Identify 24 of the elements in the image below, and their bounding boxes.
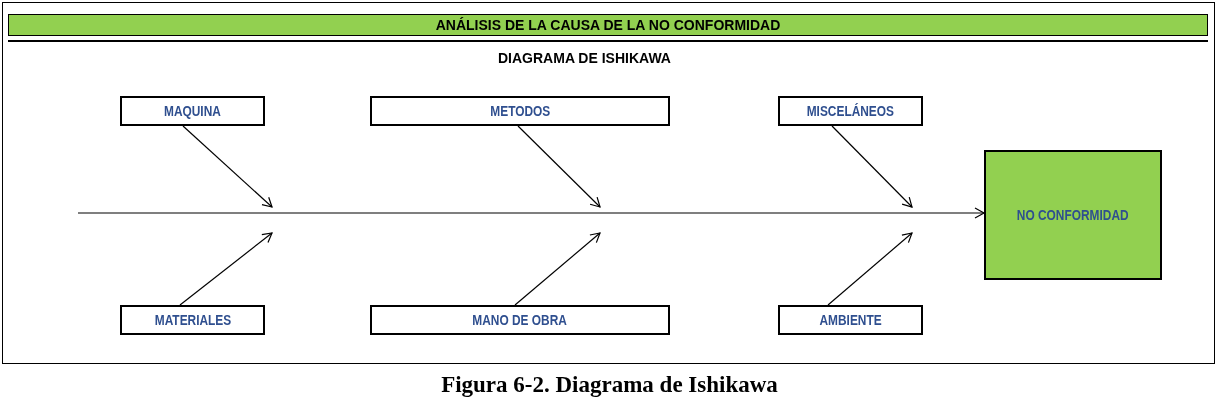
title-bar: ANÁLISIS DE LA CAUSA DE LA NO CONFORMIDAD	[8, 14, 1208, 36]
arrow	[827, 232, 913, 306]
arrow	[77, 207, 985, 219]
arrow	[831, 125, 913, 208]
arrow	[517, 125, 601, 208]
cause-box	[120, 96, 265, 126]
box-label: NO CONFORMIDAD	[1017, 207, 1129, 223]
effect-box	[984, 150, 1162, 280]
cause-box	[120, 305, 265, 335]
cause-box	[778, 305, 923, 335]
box-label: MAQUINA	[164, 103, 221, 119]
box-label: MANO DE OBRA	[472, 312, 568, 328]
arrow	[179, 232, 273, 306]
cause-box	[778, 96, 923, 126]
arrow	[182, 125, 273, 208]
figure-caption: Figura 6-2. Diagrama de Ishikawa	[440, 372, 779, 398]
arrow	[514, 232, 601, 306]
box-label: AMBIENTE	[819, 312, 882, 328]
box-label: METODOS	[490, 103, 550, 119]
diagram-heading: DIAGRAMA DE ISHIKAWA	[498, 50, 671, 66]
cause-box	[370, 96, 670, 126]
cause-box	[370, 305, 670, 335]
box-label: MISCELÁNEOS	[806, 103, 895, 119]
box-label: MATERIALES	[154, 312, 231, 328]
